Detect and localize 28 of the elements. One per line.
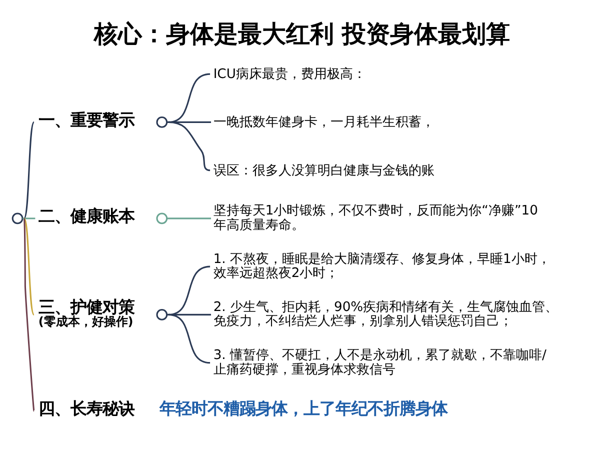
node-label: 年轻时不糟蹋身体，上了年纪不折腾身体	[160, 399, 448, 418]
node-circle	[12, 212, 24, 224]
node-text: 坚持每天1小时锻炼，不仅不费时，反而能为你“净赚”10年高质量寿命。	[213, 204, 538, 233]
node-circle	[156, 212, 168, 224]
connector	[168, 121, 210, 172]
node-text: 三、护健对策 (零成本，好操作)	[38, 298, 134, 328]
connector	[168, 73, 210, 123]
connector	[22, 218, 36, 220]
node-text: 一、重要警示	[38, 110, 134, 130]
connector	[167, 218, 212, 220]
node-circle	[156, 309, 168, 320]
node-text: 一晚抵数年健身卡，一月耗半生积蓄，	[213, 115, 434, 130]
node-text: ICU病床最贵，费用极高：	[213, 67, 366, 82]
connector	[167, 121, 212, 123]
connector	[23, 218, 35, 316]
connector	[23, 122, 35, 219]
connector	[168, 314, 210, 364]
node-text: 3. 懂暂停、不硬扛，人不是永动机，累了就歇，不靠咖啡/止痛药硬撑，重视身体求救信号	[213, 348, 546, 378]
node-text: 1. 不熬夜，睡眠是给大脑清缓存、修复身体，早睡1小时，效率远超熬夜2小时；	[213, 252, 550, 282]
node-text: 二、健康账本	[38, 206, 134, 226]
connector	[23, 218, 35, 412]
node-circle	[156, 116, 168, 128]
connector	[167, 314, 212, 316]
node-text: 2. 少生气、拒内耗，90%疾病和情绪有关，生气腐蚀血管、免疫力，不纠结烂人烂事，别拿别人错误惩罚自己；	[213, 300, 558, 330]
diagram-title: 核心：身体是最大红利 投资身体最划算	[94, 20, 510, 48]
node-text: 四、长寿秘诀	[38, 399, 134, 418]
node-text: 误区：很多人没算明白健康与金钱的账	[213, 163, 434, 178]
connector	[168, 266, 210, 316]
